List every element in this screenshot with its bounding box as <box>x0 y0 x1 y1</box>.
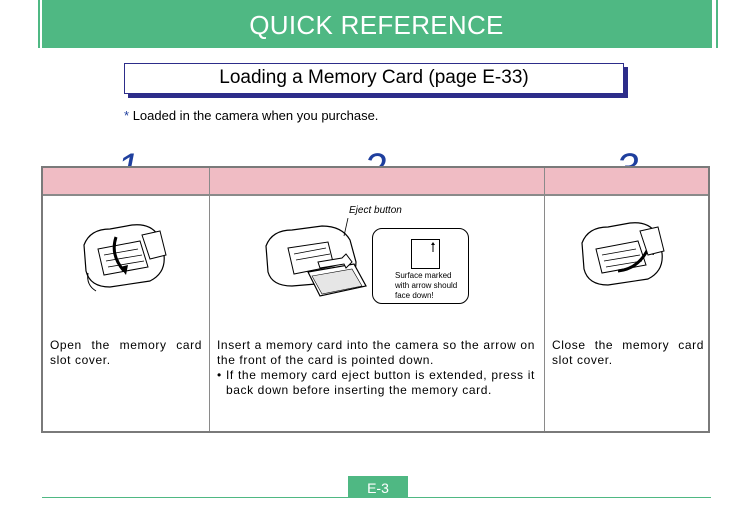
step-2-bullet-mark: • <box>217 368 222 382</box>
section-title-box: Loading a Memory Card (page E-33) <box>124 63 624 94</box>
footer-page-tab <box>348 476 408 498</box>
step-3-text: Close the memory card slot cover. <box>552 338 704 367</box>
down-arrow-icon <box>431 242 435 252</box>
header-band <box>42 0 712 48</box>
steps-table <box>41 166 710 433</box>
step-2-bullet-text: If the memory card eject button is exten… <box>226 368 535 397</box>
step-2-text: Insert a memory card into the camera so … <box>217 338 535 367</box>
header-edge-left <box>38 0 40 48</box>
camera-open-cover-illustration <box>83 224 167 292</box>
callout-text: Surface marked with arrow should face do… <box>395 271 458 300</box>
page-number: E-3 <box>367 480 389 496</box>
header-edge-right <box>716 0 718 48</box>
eject-button-label: Eject button <box>349 205 402 216</box>
note-text: Loaded in the camera when you purchase. <box>132 108 379 123</box>
step-1-text: Open the memory card slot cover. <box>50 338 202 367</box>
camera-close-cover-illustration <box>581 222 665 286</box>
purchase-note: * Loaded in the camera when you purchase… <box>124 108 378 123</box>
note-asterisk: * <box>124 108 130 123</box>
page-header-title: QUICK REFERENCE <box>249 10 504 40</box>
card-orientation-callout: Surface marked with arrow should face do… <box>372 228 469 304</box>
steps-header-row <box>43 168 708 196</box>
camera-insert-card-illustration <box>265 218 367 297</box>
column-divider <box>209 168 210 431</box>
column-divider <box>544 168 545 431</box>
memory-card-icon <box>411 239 440 269</box>
section-title: Loading a Memory Card (page E-33) <box>219 67 529 88</box>
